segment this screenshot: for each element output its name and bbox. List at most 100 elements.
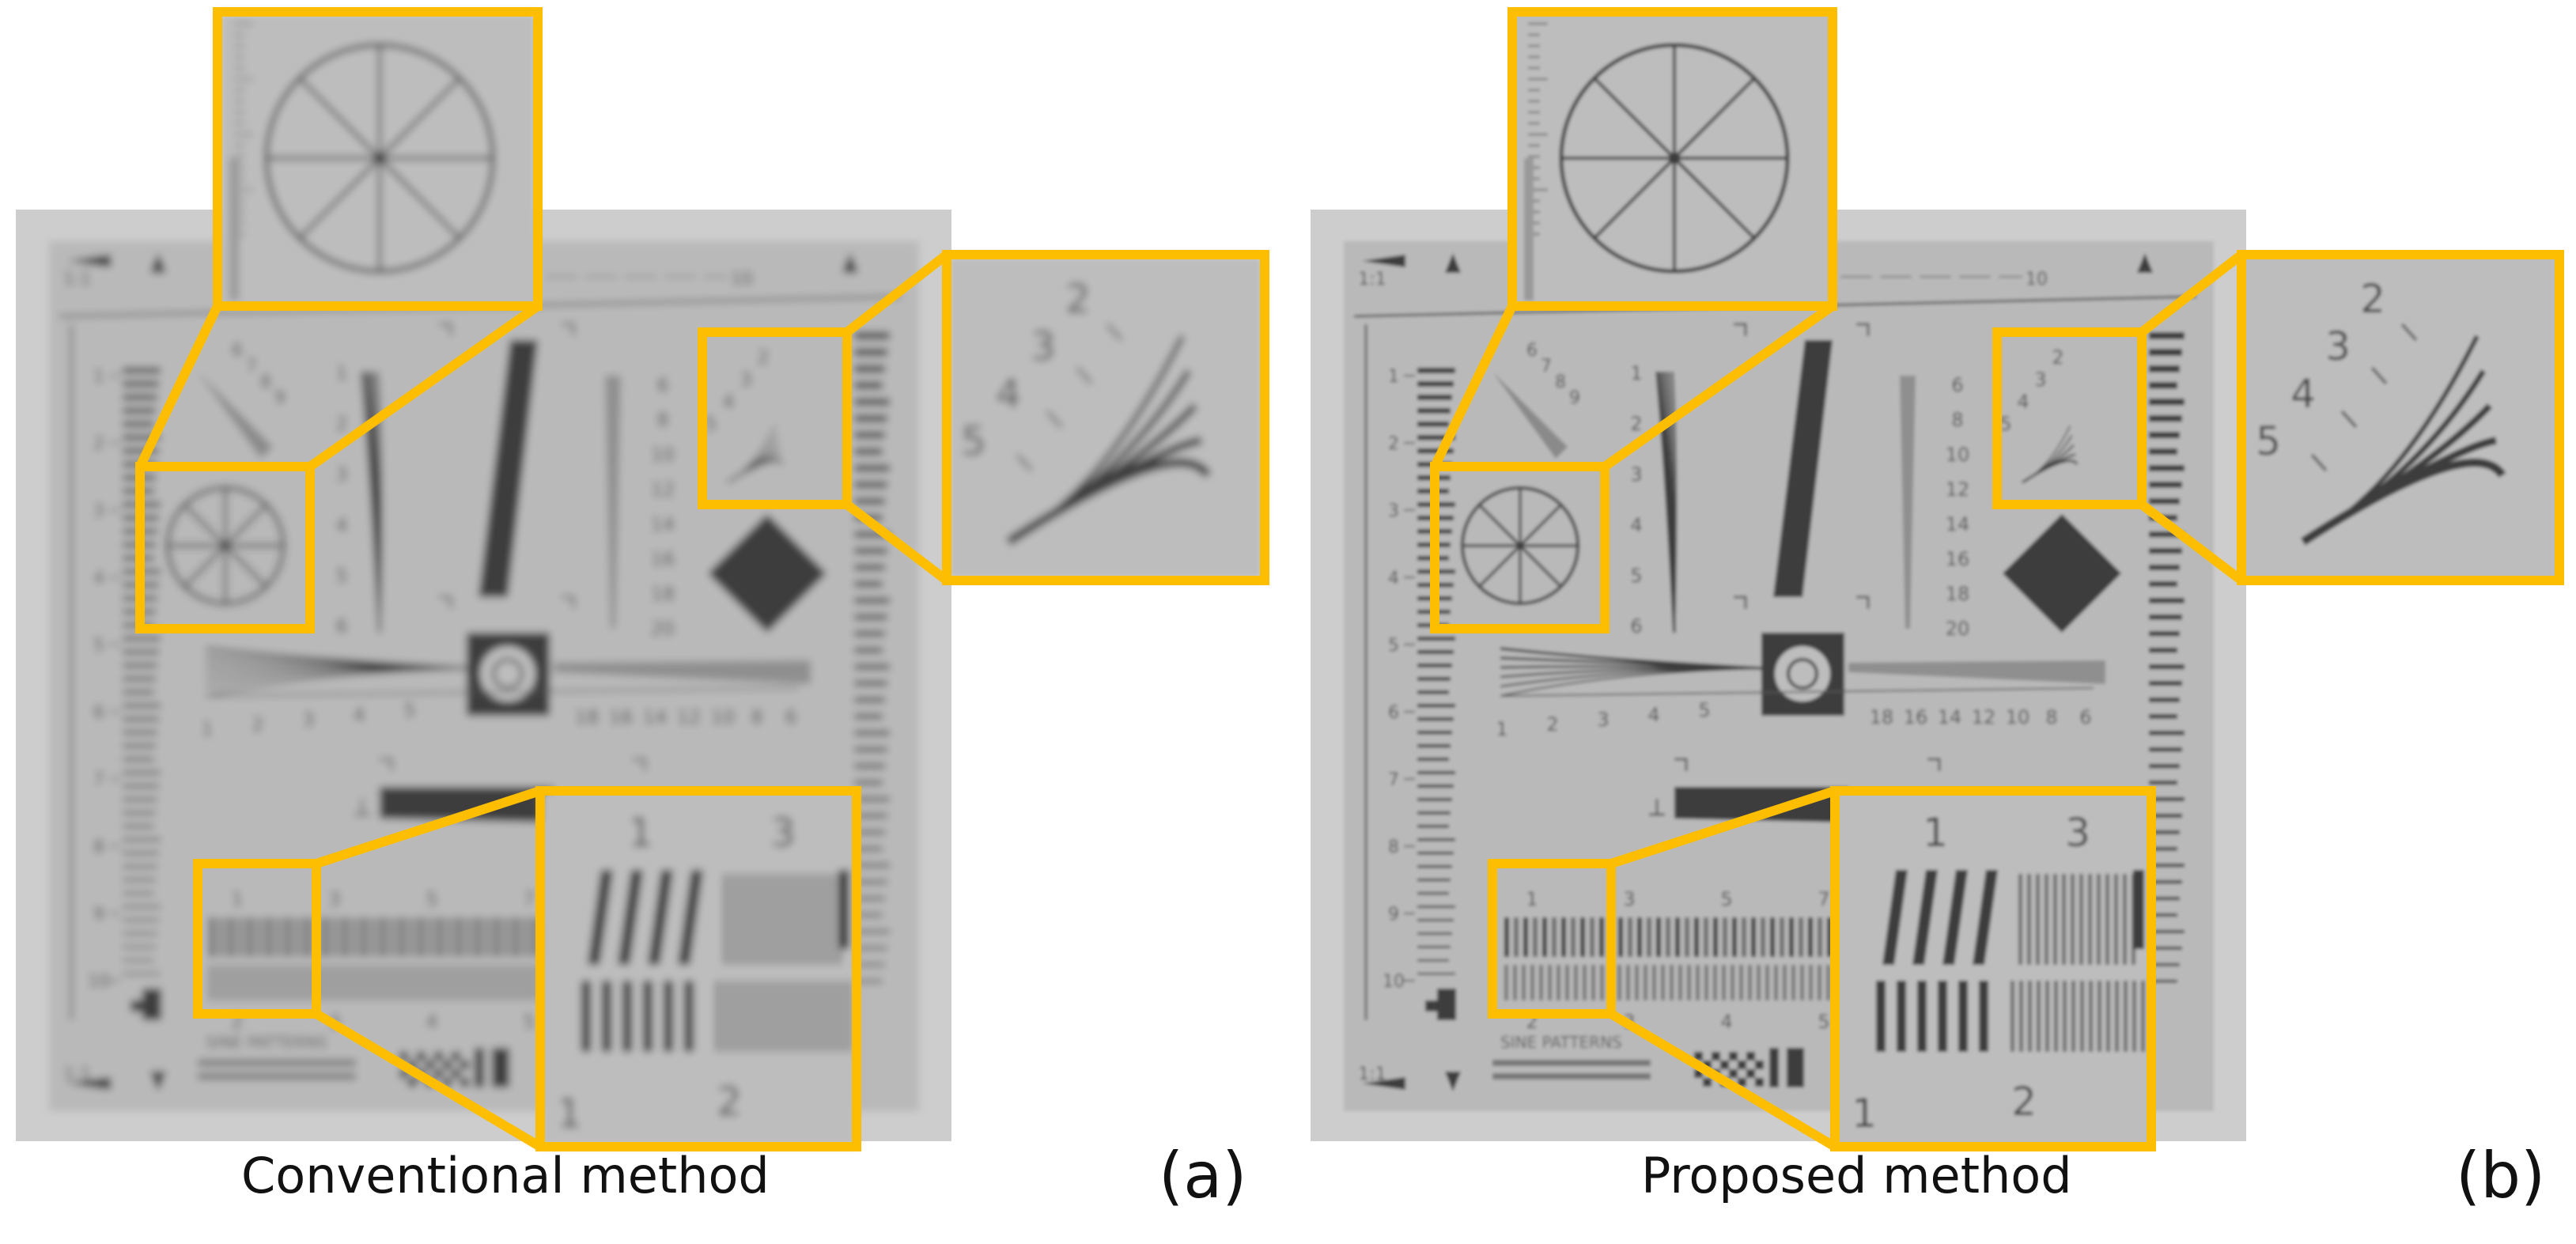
bottom-scale-label: 1: [201, 718, 213, 740]
bar-pattern: [1678, 965, 1682, 1000]
bar-pattern: [1827, 917, 1832, 957]
ladder-bar: [854, 614, 887, 620]
checker-cell: [1729, 1052, 1738, 1061]
wedge-left-label: 1: [335, 362, 347, 384]
fan-tr-label: 4: [2017, 391, 2029, 413]
wedge-right-label: 20: [1946, 618, 1970, 640]
bar-pattern: [1826, 965, 1830, 1000]
fan-tr-label: 5: [1999, 413, 2011, 435]
bar-pattern: [479, 965, 483, 1000]
zoom-bar: [1958, 981, 1968, 1052]
wedge-right-label: 18: [1946, 583, 1970, 605]
zoom-bar: [2028, 981, 2032, 1052]
bar-pattern: [1552, 917, 1557, 957]
bar-pattern: [238, 917, 243, 957]
ladder-bar: [2149, 764, 2180, 769]
bar-pattern: [1661, 965, 1665, 1000]
wedge-right-label: 16: [1946, 548, 1970, 570]
bar-pattern: [270, 965, 274, 1000]
ladder-bar: [123, 932, 157, 935]
left-scale-label: 10: [88, 972, 110, 992]
bar-pattern: [1704, 965, 1708, 1000]
ladder-bar: [1417, 906, 1455, 908]
bottom-scale-right-label: 18: [1870, 706, 1894, 728]
zoom-wheel: [264, 43, 495, 274]
bar-pattern: [1574, 965, 1578, 1000]
bar-pattern: [342, 917, 347, 957]
bar-pattern: [399, 917, 404, 957]
fan-tr-label: 3: [740, 369, 751, 391]
zoom-wheel: [1559, 43, 1790, 274]
ladder-bar: [854, 448, 883, 455]
bar-pattern: [1770, 917, 1775, 957]
zoom-box-topleft: [213, 7, 543, 311]
bar-pattern: [244, 965, 248, 1000]
triangle-mark: [1445, 1072, 1461, 1091]
zoom-fan-tick: [2340, 410, 2358, 429]
bar-pattern: [361, 917, 366, 957]
ladder-bar: [1417, 825, 1449, 828]
checker-cell: [1712, 1052, 1720, 1061]
ladder-bar: [2149, 781, 2177, 785]
bottom-scale-right-label: 18: [575, 706, 600, 728]
ladder-bar: [1417, 879, 1451, 882]
ladder-bar: [854, 432, 885, 439]
bottom-scale-label: 2: [252, 713, 263, 735]
zoom-connector: [1608, 1009, 1838, 1151]
bar-pattern: [333, 917, 338, 957]
bar-pattern: [1751, 917, 1756, 957]
bar-pattern: [1523, 917, 1528, 957]
ladder-bar: [1417, 690, 1449, 694]
zoom-bar: [643, 981, 653, 1052]
grey-wedge: [1848, 660, 2105, 684]
ladder-bar: [123, 395, 157, 400]
left-scale-label: 1: [93, 367, 104, 387]
grey-wedge: [198, 372, 273, 459]
left-scale-label: 5: [93, 636, 104, 656]
zoom-bar: [811, 874, 815, 965]
zoom-bar: [1917, 981, 1927, 1052]
bar-pattern: [1548, 965, 1552, 1000]
ladder-bar: [123, 664, 157, 667]
bar-pattern: [444, 965, 448, 1000]
small-wheel: [1461, 486, 1579, 605]
zoom-bar: [2115, 981, 2119, 1052]
ladder-bar: [854, 332, 890, 339]
bar-pattern: [1590, 917, 1594, 957]
zoom-connector: [2139, 251, 2245, 336]
fan-tick-label: 9: [1569, 388, 1580, 408]
hfan-line: [205, 667, 467, 697]
zoom-source-fan: [698, 327, 852, 509]
zoom-bar: [767, 874, 771, 965]
bottom-scale-right-label: 6: [2079, 706, 2091, 728]
bar-pattern: [1514, 917, 1519, 957]
bar-pattern: [253, 965, 257, 1000]
bar-pattern: [1694, 917, 1699, 957]
ladder-bar: [1417, 435, 1455, 441]
zoom-bar: [2037, 981, 2041, 1052]
ladder-bar: [2149, 548, 2182, 554]
zoom-bg: [2241, 255, 2559, 580]
corner-bracket: [1856, 323, 1870, 336]
fan-small: [2022, 425, 2079, 484]
bar-pattern: [349, 965, 353, 1000]
bar-pattern: [357, 965, 361, 1000]
zoom-bar: [846, 981, 850, 1052]
zoom-connector: [313, 1009, 543, 1151]
bar-pattern: [262, 965, 266, 1000]
wedge-line: [377, 371, 383, 633]
zoom-box-topright: [942, 250, 1269, 585]
corner-arrow: [67, 255, 111, 267]
zoom-bar: [2036, 874, 2040, 965]
target-disc: [1775, 646, 1830, 701]
zoom-fan-label: 5: [2256, 418, 2281, 464]
ladder-bar: [2149, 830, 2180, 834]
ladder-bar: [1417, 381, 1454, 387]
small-wheel: [166, 486, 285, 605]
triangle-mark: [1445, 253, 1461, 273]
ladder-bar: [2149, 565, 2180, 570]
left-scale-label: 9: [93, 905, 104, 924]
zoom-source-fan: [1992, 327, 2147, 509]
bottom-scale-line: [205, 687, 800, 697]
ladder-bar: [123, 838, 161, 841]
